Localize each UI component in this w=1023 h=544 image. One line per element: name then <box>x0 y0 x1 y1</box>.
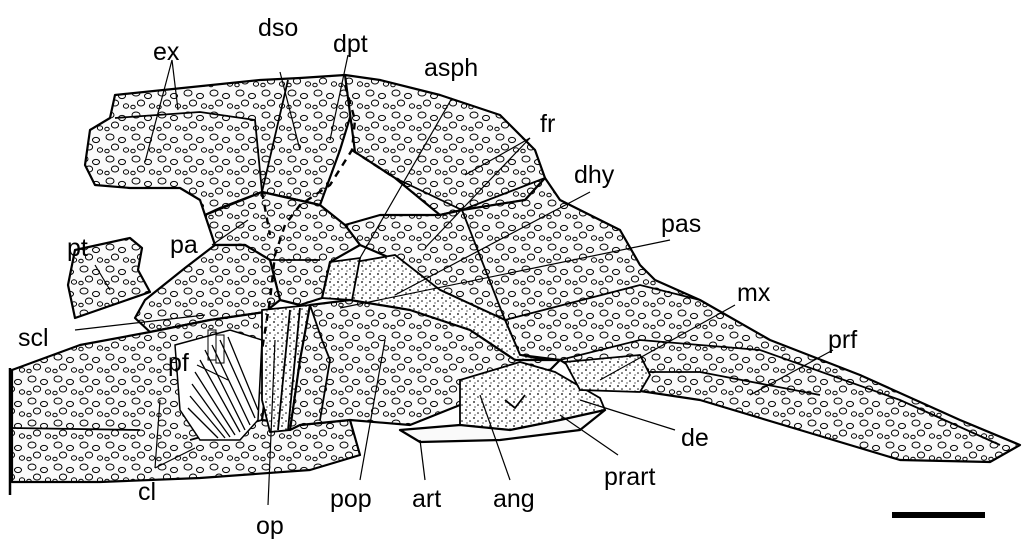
label-mx: mx <box>737 279 771 307</box>
label-pa: pa <box>170 231 198 259</box>
label-art: art <box>412 485 441 513</box>
label-dpt: dpt <box>333 30 368 58</box>
label-de: de <box>681 424 709 452</box>
skull-roof-frontal <box>345 75 545 215</box>
label-dhy: dhy <box>574 161 615 189</box>
label-fr: fr <box>540 110 555 138</box>
label-ang: ang <box>493 485 535 513</box>
label-pop: pop <box>330 485 372 513</box>
label-pt: pt <box>67 234 88 262</box>
label-prart: prart <box>604 463 655 491</box>
label-prf: prf <box>828 326 857 354</box>
label-dso: dso <box>258 14 298 42</box>
label-scl: scl <box>18 324 49 352</box>
label-pas: pas <box>661 210 701 238</box>
label-cl: cl <box>138 478 156 506</box>
label-op: op <box>256 512 284 540</box>
skull-roof-posterior <box>85 75 360 215</box>
label-ex: ex <box>153 38 180 66</box>
label-pf: pf <box>168 349 189 377</box>
label-asph: asph <box>424 54 478 82</box>
